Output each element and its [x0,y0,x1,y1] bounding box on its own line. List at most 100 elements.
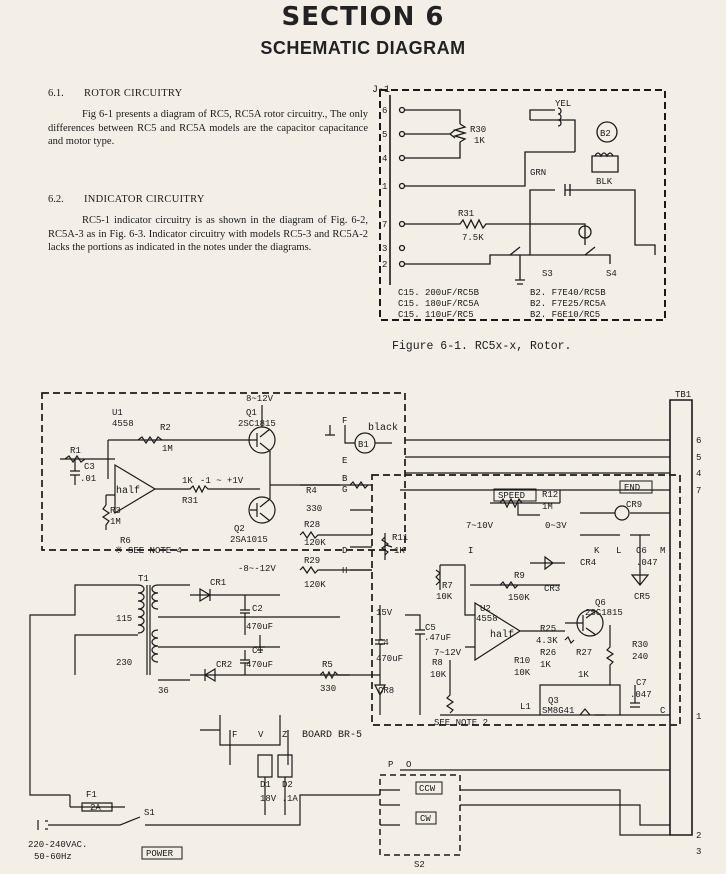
r31-value: 7.5K [462,233,484,243]
s1-label: S1 [144,808,155,818]
v-plus-label: 8~12V [246,394,274,404]
r1-label: R1 [70,446,81,456]
r29-value: 120K [304,580,326,590]
power-label: POWER [146,849,174,859]
q1-part: 2SC1815 [238,419,276,429]
d1-label: D1 [260,780,271,790]
c3-value: .01 [80,474,96,484]
tb1-pin: 1 [696,712,701,722]
cw-label: CW [420,814,431,824]
pin-label: 7 [382,220,387,230]
end-label: END [624,483,640,493]
v15-label: 15V [376,608,393,618]
c1-label: C1 [252,646,263,656]
yel-wire-label: YEL [555,99,571,109]
r30-label: R30 [470,125,486,135]
r4-value: 330 [306,504,322,514]
r5-label: R5 [322,660,333,670]
ccw-label: CCW [419,784,436,794]
r5-value: 330 [320,684,336,694]
node-e: E [342,456,347,466]
f1-value: 2A [90,803,101,813]
r12-value: 1M [542,502,553,512]
node-l: L [616,546,621,556]
r26-value: 1K [540,660,551,670]
r7-value: 10K [436,592,453,602]
r29-label: R29 [304,556,320,566]
node-g: G [342,485,347,495]
r30-label: R30 [632,640,648,650]
lamp-rating: 18V .1A [260,794,298,804]
s3-label: S3 [542,269,553,279]
node-v: V [258,730,264,740]
see-note-4: ※ SEE NOTE 4 [115,546,182,556]
tb1-pin: 4 [696,469,701,479]
pin-label: 2 [382,260,387,270]
rotor-section-number: 6.1. [48,88,64,99]
c6-label: C6 [636,546,647,556]
r31-value: 1K [182,476,193,486]
t1-tap-115: 115 [116,614,132,624]
r27-value: 1K [578,670,589,680]
c4-value: 470uF [376,654,403,664]
f1-label: F1 [86,790,97,800]
black-wire-label: black [368,422,398,434]
r28-label: R28 [304,520,320,530]
r31-label: R31 [182,496,198,506]
pin-label: 6 [382,106,387,116]
blk-wire-label: BLK [596,177,613,187]
u2-part: 4558 [476,614,498,624]
r27-label: R27 [576,648,592,658]
rotor-note: B2. F7E25/RC5A [530,299,606,309]
voltage-0-3: 0~3V [545,521,567,531]
c2-label: C2 [252,604,263,614]
q6-part: 2SC1815 [585,608,623,618]
r30-value: 1K [474,136,485,146]
tb1-pin: 7 [696,486,701,496]
node-o: O [406,760,411,770]
r28-value: 120K [304,538,326,548]
indicator-section-number: 6.2. [48,194,64,205]
r25-value: 4.3K [536,636,558,646]
v-minus-label: -8~-12V [238,564,276,574]
r3-label: R3 [110,506,121,516]
r2-label: R2 [160,423,171,433]
node-c: C [660,706,666,716]
voltage-7-10: 7~10V [466,521,494,531]
rotor-note: C15. 110uF/RC5 [398,310,474,320]
rotor-note: B2. F7E40/RC5B [530,288,606,298]
c5-value: .47uF [424,633,451,643]
q2-part: 2SA1015 [230,535,268,545]
u1-part: 4558 [112,419,134,429]
c6-value: .047 [636,558,658,568]
pin-label: 3 [382,244,387,254]
q3-part: SM8G41 [542,706,574,716]
cr4-label: CR4 [580,558,596,568]
c3-label: C3 [84,462,95,472]
grn-wire-label: GRN [530,168,546,178]
d2-label: D2 [282,780,293,790]
node-k: K [594,546,600,556]
u2-label: U2 [480,604,491,614]
r9-value: 150K [508,593,530,603]
tb1-label: TB1 [675,390,691,400]
r3-value: 1M [110,517,121,527]
rotor-section-text: Fig 6-1 presents a diagram of RC5, RC5A … [48,109,368,147]
r8-label: R8 [432,658,443,668]
page-title: SCHEMATIC DIAGRAM [260,38,466,58]
b2-label: B2 [600,129,611,139]
s4-label: S4 [606,269,617,279]
q6-label: Q6 [595,598,606,608]
cr2-label: CR2 [216,660,232,670]
t1-tap-230: 230 [116,658,132,668]
c4-label: C4 [378,638,389,648]
u1-half: half [116,485,140,497]
rotor-schematic: J-1 6 5 4 1 7 3 2 R30 1K R31 7.5K YEL GR… [372,85,666,321]
node-h: H [342,566,347,576]
r9-label: R9 [514,571,525,581]
board-label: BOARD BR-5 [302,730,362,741]
cr1-label: CR1 [210,578,226,588]
q3-label: Q3 [548,696,559,706]
connector-j1-label: J-1 [372,85,390,96]
cr9-label: CR9 [626,500,642,510]
